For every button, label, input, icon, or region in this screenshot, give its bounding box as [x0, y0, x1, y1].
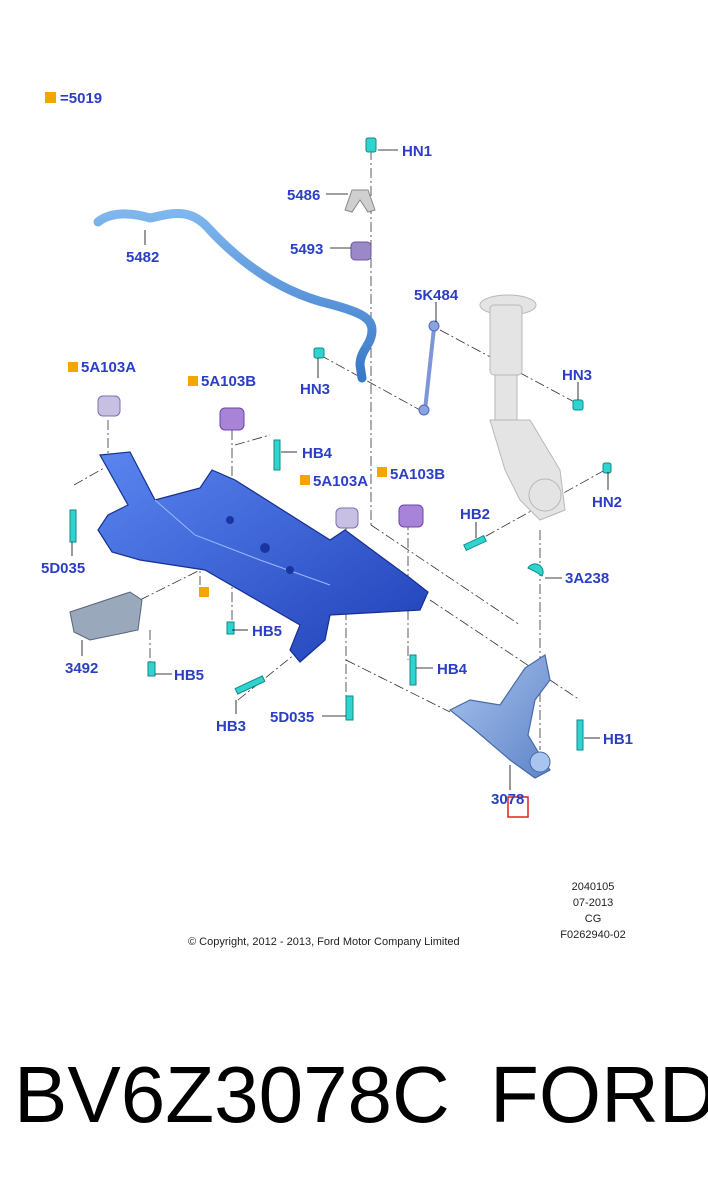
label-hb1: HB1: [603, 731, 633, 748]
copyright-notice: © Copyright, 2012 - 2013, Ford Motor Com…: [188, 936, 460, 948]
meta-line-4: F0262940-02: [560, 929, 625, 941]
strut-knuckle-ghost: [479, 294, 566, 521]
label-5493: 5493: [290, 241, 323, 258]
fasteners: [69, 137, 612, 751]
label-hn3-left: HN3: [300, 381, 330, 398]
bar-bushing-5493: [350, 241, 372, 261]
stabilizer-bar: [93, 208, 377, 383]
meta-line-1: 2040105: [572, 881, 615, 893]
part-footer: BV6Z3078C FORD: [0, 1055, 708, 1165]
label-5a103b-1: 5A103B: [201, 373, 256, 390]
front-subframe: [97, 451, 429, 663]
label-3a238: 3A238: [565, 570, 609, 587]
fastener-5019-markers: [68, 362, 387, 597]
callout-leaders: [71, 149, 609, 790]
brand-name: FORD: [490, 1050, 708, 1139]
label-5a103a-1: 5A103A: [81, 359, 136, 376]
label-hb5-1: HB5: [252, 623, 282, 640]
suspension-exploded-diagram: =5019: [41, 90, 633, 941]
label-hn1: HN1: [402, 143, 432, 160]
label-3078: 3078: [491, 791, 524, 808]
label-5482: 5482: [126, 249, 159, 266]
legend-marker-icon: [45, 92, 56, 103]
highlight-box-3078: [507, 796, 529, 818]
bar-clamp-5486: [344, 189, 376, 213]
label-5d035-2: 5D035: [270, 709, 314, 726]
label-hn3-right: HN3: [562, 367, 592, 384]
label-hb4-2: HB4: [437, 661, 468, 678]
label-hn2: HN2: [592, 494, 622, 511]
label-hb3: HB3: [216, 718, 246, 735]
mount-bracket-3492: [69, 591, 143, 641]
label-hb5-2: HB5: [174, 667, 204, 684]
label-hb2: HB2: [460, 506, 490, 523]
label-5a103b-2: 5A103B: [390, 466, 445, 483]
subframe-bushings: [97, 395, 424, 529]
meta-line-2: 07-2013: [573, 897, 613, 909]
label-hb4-1: HB4: [302, 445, 333, 462]
label-5a103a-2: 5A103A: [313, 473, 368, 490]
lower-control-arm-3078: [448, 654, 551, 779]
control-arm-ball-joint: [529, 751, 551, 773]
label-5k484: 5K484: [414, 287, 459, 304]
meta-line-3: CG: [585, 913, 602, 925]
label-3492: 3492: [65, 660, 98, 677]
legend-text: =5019: [60, 90, 102, 107]
stabilizer-link-5k484: [418, 320, 440, 416]
label-5486: 5486: [287, 187, 320, 204]
label-5d035-1: 5D035: [41, 560, 85, 577]
part-number: BV6Z3078C: [14, 1050, 450, 1139]
